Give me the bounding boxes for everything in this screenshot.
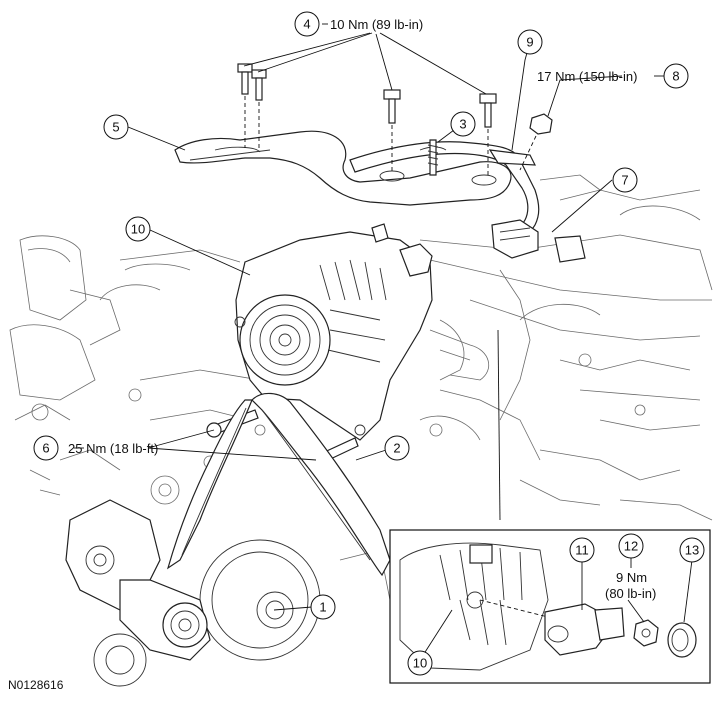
figure-id: N0128616 — [8, 678, 64, 692]
callout-11: 11 — [569, 537, 595, 563]
leader-lines — [74, 23, 693, 661]
stud — [427, 139, 439, 176]
callout-number: 13 — [685, 543, 699, 558]
callout-number: 8 — [672, 69, 679, 84]
callout-2: 2 — [384, 435, 410, 461]
callout-3: 3 — [450, 111, 476, 137]
callout-number: 5 — [112, 120, 119, 135]
torque-spec-12-line2: (80 lb-in) — [605, 586, 656, 601]
callout-number: 1 — [319, 600, 326, 615]
callout-13: 13 — [679, 537, 705, 563]
callout-number: 2 — [393, 441, 400, 456]
callout-number: 11 — [575, 543, 589, 558]
callout-number: 7 — [621, 173, 628, 188]
nut-8 — [519, 113, 553, 171]
generator — [234, 223, 433, 441]
callout-number: 3 — [459, 117, 466, 132]
callout-1: 1 — [310, 594, 336, 620]
generator-support-bracket — [174, 130, 512, 206]
torque-spec-12-line1: 9 Nm — [616, 570, 647, 585]
bolt-a — [237, 63, 253, 95]
callout-6: 6 25 Nm (18 lb-ft) — [33, 435, 158, 461]
callout-10: 10 — [125, 216, 151, 242]
torque-spec-4: 10 Nm (89 lb-in) — [330, 17, 423, 32]
bolt-c — [383, 89, 401, 124]
callout-number: 6 — [42, 441, 49, 456]
callout-7: 7 — [612, 167, 638, 193]
detail-inset — [389, 529, 711, 684]
callout-number: 9 — [526, 35, 533, 50]
belt-tensioner — [65, 499, 211, 661]
electrical-connector — [554, 235, 586, 263]
bolt-d — [479, 93, 497, 128]
callout-12: 12 9 Nm (80 lb-in) — [605, 533, 656, 601]
bolt-b — [251, 69, 267, 101]
callout-number: 10 — [131, 222, 145, 237]
callout-4: 4 10 Nm (89 lb-in) — [294, 11, 423, 37]
accessory-drive-belt — [166, 392, 391, 577]
callout-8: 17 Nm (150 lb-in) 8 — [537, 63, 689, 89]
callout-9: 9 — [517, 29, 543, 55]
torque-spec-8: 17 Nm (150 lb-in) — [537, 69, 637, 84]
callout-5: 5 — [103, 114, 129, 140]
callout-number: 10 — [413, 656, 427, 671]
callout-number: 12 — [624, 539, 638, 554]
callout-10-detail: 10 — [407, 650, 433, 676]
torque-spec-6: 25 Nm (18 lb-ft) — [68, 441, 158, 456]
engine-background-linework — [9, 174, 713, 687]
callout-number: 4 — [303, 17, 310, 32]
